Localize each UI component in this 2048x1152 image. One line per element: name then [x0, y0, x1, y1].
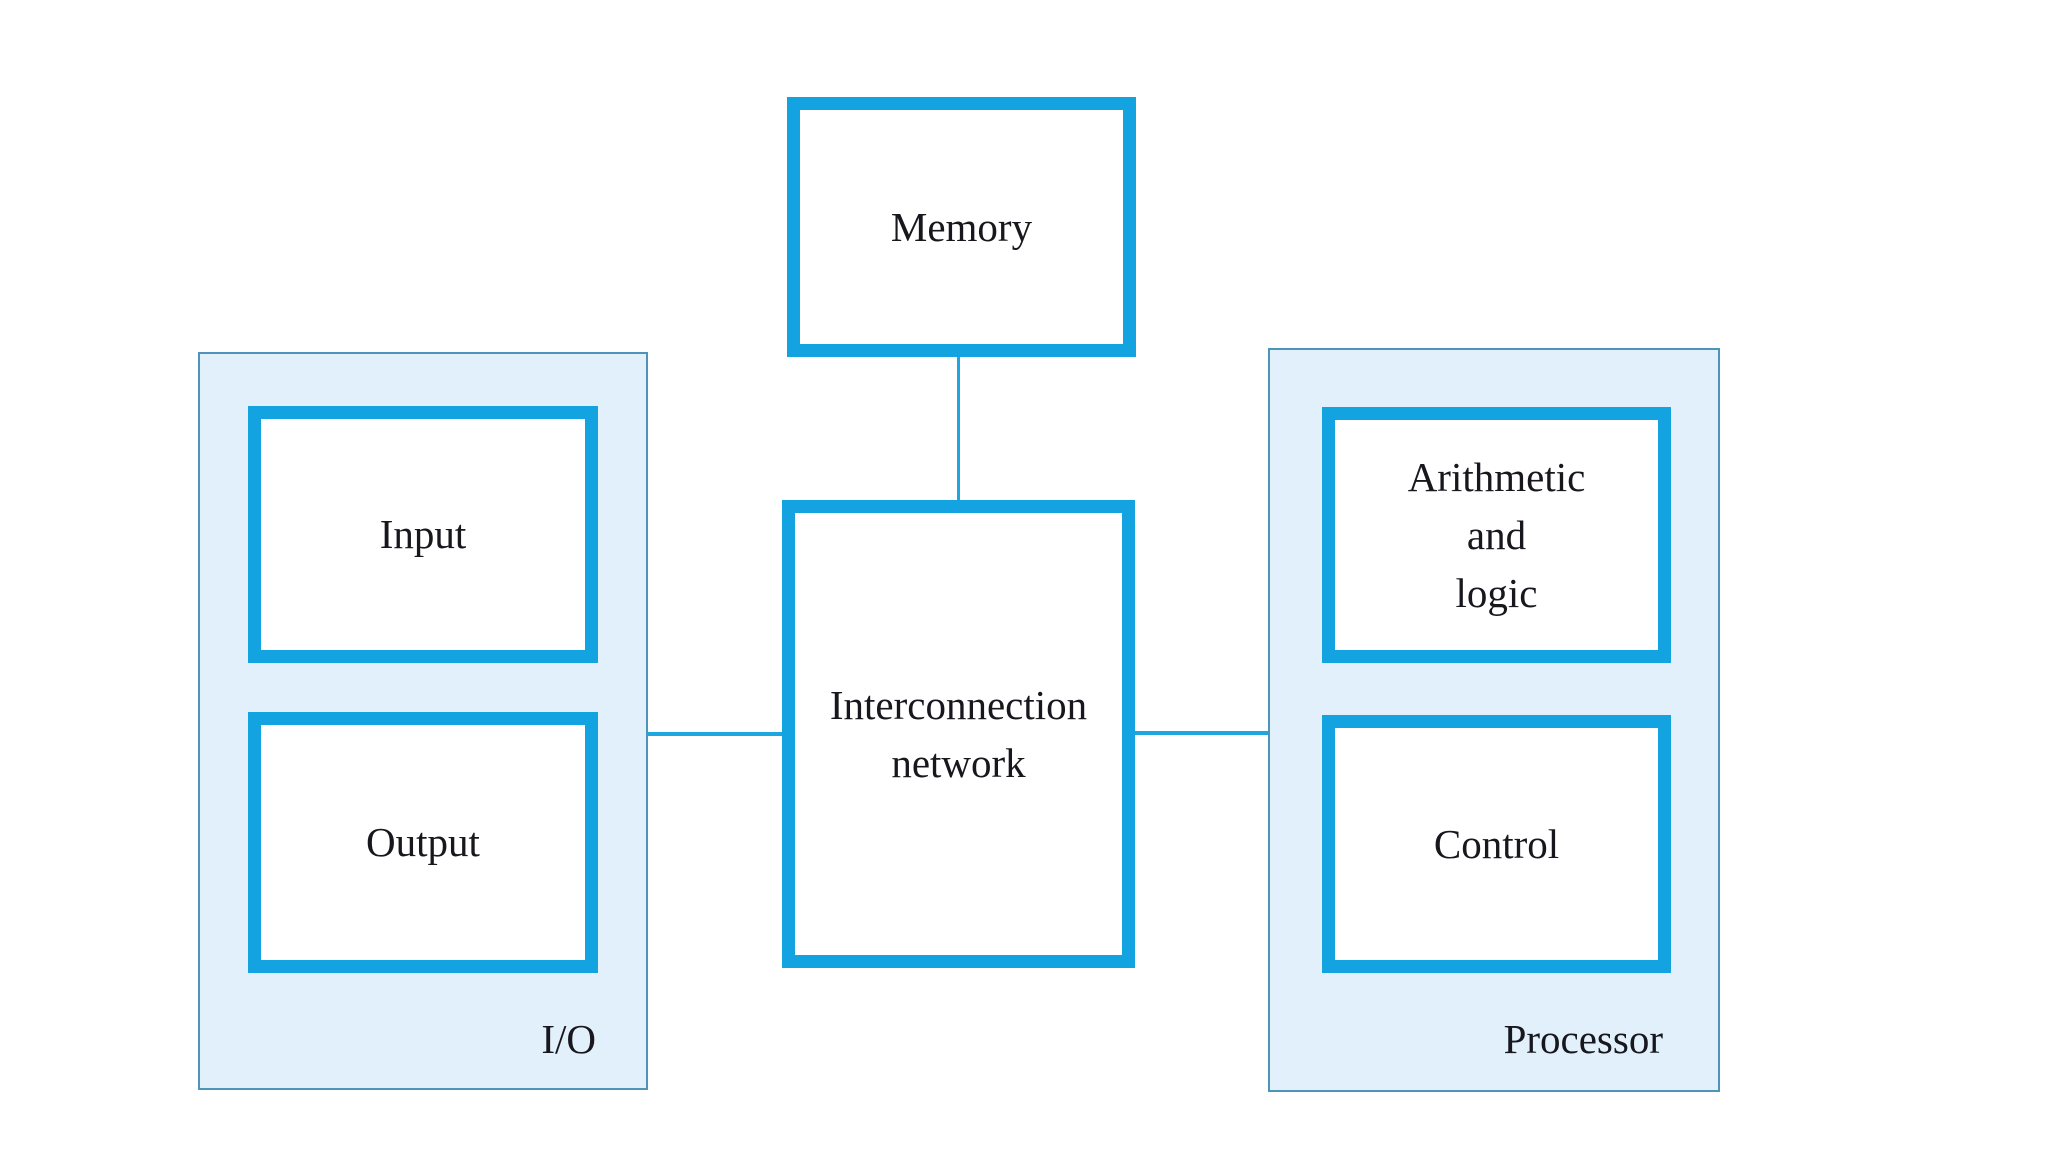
alu-label-line3: logic	[1455, 570, 1538, 617]
connector-memory-to-interconnection	[957, 355, 960, 502]
processor-group-container: Arithmetic and logic Control Processor	[1268, 348, 1720, 1092]
alu-label-line1: Arithmetic	[1407, 453, 1586, 500]
output-box-label: Output	[366, 819, 480, 866]
input-box: Input	[248, 406, 598, 663]
output-box: Output	[248, 712, 598, 973]
alu-label-line2: and	[1466, 511, 1527, 558]
connector-io-to-interconnection	[648, 732, 782, 736]
memory-box: Memory	[787, 97, 1136, 357]
interconnection-label-line2: network	[891, 740, 1026, 786]
processor-group-label: Processor	[1503, 1016, 1663, 1062]
interconnection-label-line1: Interconnection	[829, 681, 1088, 728]
memory-box-label: Memory	[890, 203, 1033, 250]
control-box-label: Control	[1433, 820, 1560, 867]
io-group-container: Input Output I/O	[198, 352, 648, 1090]
arithmetic-and-logic-box: Arithmetic and logic	[1322, 407, 1671, 663]
input-box-label: Input	[379, 511, 467, 558]
control-box: Control	[1322, 715, 1671, 973]
connector-interconnection-to-processor	[1135, 731, 1268, 735]
interconnection-network-box: Interconnection network	[782, 500, 1135, 968]
io-group-label: I/O	[541, 1016, 596, 1062]
